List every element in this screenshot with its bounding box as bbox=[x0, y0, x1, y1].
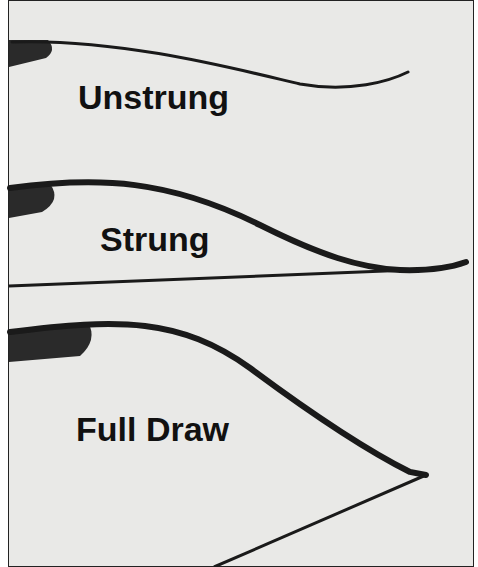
bow-limb bbox=[10, 324, 426, 475]
bow-limb bbox=[10, 182, 466, 270]
state-label: Unstrung bbox=[78, 80, 229, 114]
bow-string bbox=[214, 475, 426, 567]
state-label: Strung bbox=[100, 222, 210, 256]
bow-grip bbox=[9, 40, 52, 67]
bow-string bbox=[9, 270, 410, 286]
state-label: Full Draw bbox=[76, 412, 229, 446]
